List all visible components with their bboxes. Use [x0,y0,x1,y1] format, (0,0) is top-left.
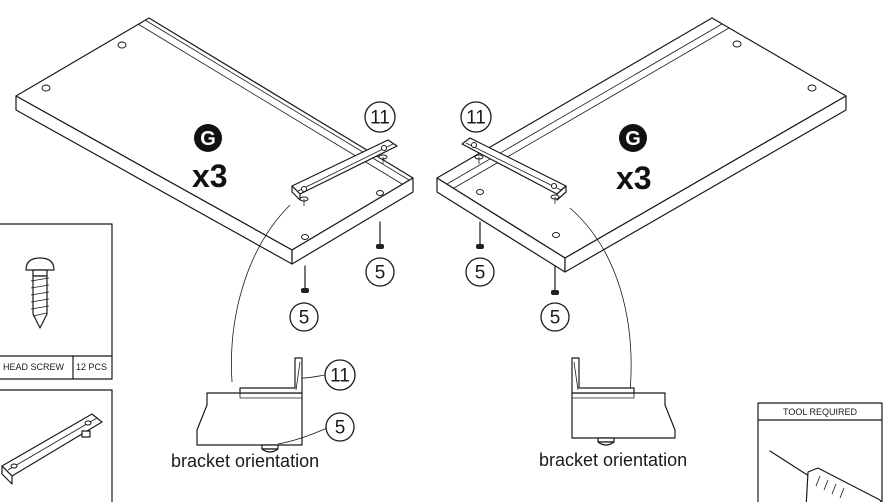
left-detail-screw-callout-text: 5 [335,418,346,439]
tool-box-title: TOOL REQUIRED [783,407,858,417]
bracket-part-box [0,389,113,502]
left-screw-callout-b-text: 5 [299,308,310,329]
screw-icon [25,257,55,329]
left-detail-view [196,357,328,453]
right-part-badge: G [619,124,647,152]
left-part-badge-text: G [200,128,216,150]
left-quantity: x3 [192,158,228,194]
right-detail-view [571,357,676,446]
right-detail-caption: bracket orientation [539,450,687,470]
left-detail-caption: bracket orientation [171,451,319,471]
right-quantity: x3 [616,160,652,196]
right-part-badge-text: G [625,128,641,150]
bracket-part-icon [1,413,103,485]
hardware-count: 12 PCS [76,362,107,372]
right-bracket [461,137,567,204]
left-detail-arc [231,204,291,383]
right-screw-callout-a: 5 [465,257,495,287]
left-screw-b [301,265,309,293]
phillips-screwdriver-icon [769,450,882,502]
right-bracket-callout-text: 11 [466,108,486,129]
left-detail-screw-callout: 5 [325,412,355,442]
left-bracket [291,139,398,206]
right-screw-b [551,265,559,295]
right-screw-callout-b: 5 [540,302,570,332]
left-bracket-callout-text: 11 [370,108,390,129]
right-screw-a [476,221,484,249]
tool-box: TOOL REQUIRED [757,402,883,502]
right-screw-callout-a-text: 5 [475,263,486,284]
left-screw-callout-a-text: 5 [375,263,386,284]
left-detail-bracket-callout: 11 [324,359,356,391]
hardware-box: HEAD SCREW 12 PCS [0,223,113,380]
left-screw-callout-b: 5 [289,302,319,332]
left-part-badge: G [194,124,222,152]
left-bracket-callout: 11 [364,101,396,133]
right-bracket-callout: 11 [460,101,492,133]
right-detail-arc [569,207,632,393]
left-screw-a [376,221,384,249]
left-detail-bracket-callout-text: 11 [330,366,350,387]
right-screw-callout-b-text: 5 [550,308,561,329]
left-screw-callout-a: 5 [365,257,395,287]
hardware-name: HEAD SCREW [3,362,65,372]
